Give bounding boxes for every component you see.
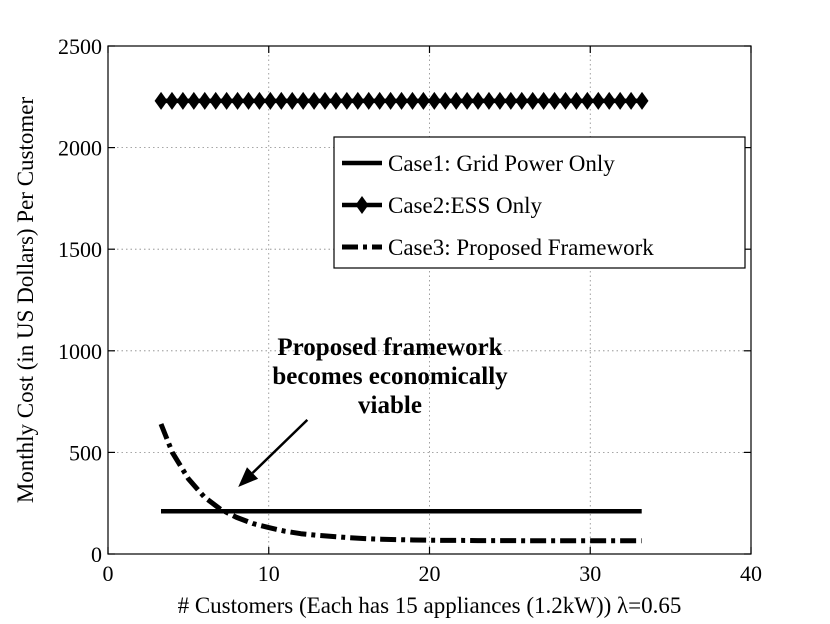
legend-label: Case3: Proposed Framework — [388, 235, 654, 260]
series-2-marker — [209, 91, 223, 110]
series-3-line — [158, 423, 642, 544]
series-2-marker — [548, 91, 562, 110]
series-2-marker — [460, 91, 474, 110]
series-2-marker — [329, 91, 343, 110]
legend-entry-3: Case3: Proposed Framework — [342, 235, 654, 260]
series-2-marker — [231, 91, 245, 110]
series-2-marker — [274, 91, 288, 110]
annotation-line-3: viable — [358, 392, 422, 419]
series-2-marker — [187, 91, 201, 110]
x-tick-label: 20 — [419, 561, 441, 586]
series-2-marker — [154, 91, 168, 110]
series-2-marker — [493, 91, 507, 110]
plot-frame — [107, 45, 752, 555]
series-layer — [154, 91, 649, 544]
series-2-marker — [515, 91, 529, 110]
annotation-arrow-head — [238, 467, 259, 487]
series-2-marker — [602, 91, 616, 110]
series-2-marker — [176, 91, 190, 110]
series-2-marker — [285, 91, 299, 110]
y-tick-label: 500 — [69, 440, 102, 465]
series-2-marker — [198, 91, 212, 110]
x-tick-label: 10 — [258, 561, 280, 586]
series-2-marker — [252, 91, 266, 110]
annotation-line-1: Proposed framework — [277, 334, 502, 361]
series-3 — [158, 423, 642, 544]
legend-box — [333, 136, 746, 269]
y-tick-label: 0 — [91, 542, 102, 567]
series-2-marker — [220, 91, 234, 110]
y-tick-label: 1500 — [58, 237, 102, 262]
series-2-marker — [559, 91, 572, 110]
y-tick-label: 2500 — [58, 34, 102, 59]
series-2-marker — [569, 91, 583, 110]
y-tick-label: 2000 — [58, 136, 102, 161]
annotation-arrow-shaft — [251, 418, 309, 474]
x-axis-label: # Customers (Each has 15 appliances (1.2… — [178, 593, 682, 618]
series-2-marker — [449, 91, 463, 110]
series-2-marker — [318, 91, 332, 110]
series-2-marker — [427, 91, 441, 110]
series-2-marker — [504, 91, 518, 110]
series-2-marker — [362, 91, 376, 110]
series-2-marker — [351, 91, 365, 110]
legend-label: Case1: Grid Power Only — [388, 151, 615, 176]
series-2-marker — [580, 91, 594, 110]
series-2-marker — [635, 91, 649, 110]
series-2-marker — [416, 91, 430, 110]
series-2-marker — [624, 91, 638, 110]
series-2-marker — [165, 91, 179, 110]
legend-marker — [355, 196, 369, 214]
series-2-marker — [242, 91, 255, 110]
series-2-marker — [613, 91, 627, 110]
series-2-marker — [373, 91, 387, 110]
series-2-marker — [526, 91, 540, 110]
x-tick-label: 0 — [103, 561, 114, 586]
series-2-marker — [438, 91, 452, 110]
x-tick-label: 40 — [740, 561, 762, 586]
x-tick-label: 30 — [579, 561, 601, 586]
series-2-marker — [482, 91, 496, 110]
series-2-marker — [471, 91, 485, 110]
series-2-marker — [591, 91, 605, 110]
series-2 — [154, 91, 649, 110]
grid-lines — [108, 46, 751, 554]
annotation-line-2: becomes economically — [272, 363, 508, 390]
series-2-marker — [384, 91, 398, 110]
legend-entry-1: Case1: Grid Power Only — [342, 151, 615, 176]
series-2-marker — [537, 91, 551, 110]
legend-entry-2: Case2:ESS Only — [342, 193, 542, 218]
series-2-marker — [340, 91, 354, 110]
series-2-marker — [405, 91, 419, 110]
series-2-marker — [307, 91, 321, 110]
axis-ticks: 0 10 20 30 40 0 500 1000 1500 2000 2500 — [58, 34, 762, 586]
y-axis-label: Monthly Cost (in US Dollars) Per Custome… — [13, 97, 38, 504]
series-2-marker — [263, 91, 277, 110]
y-tick-label: 1000 — [58, 339, 102, 364]
series-2-marker — [296, 91, 310, 110]
legend-label: Case2:ESS Only — [388, 193, 542, 218]
series-2-marker — [395, 91, 409, 110]
